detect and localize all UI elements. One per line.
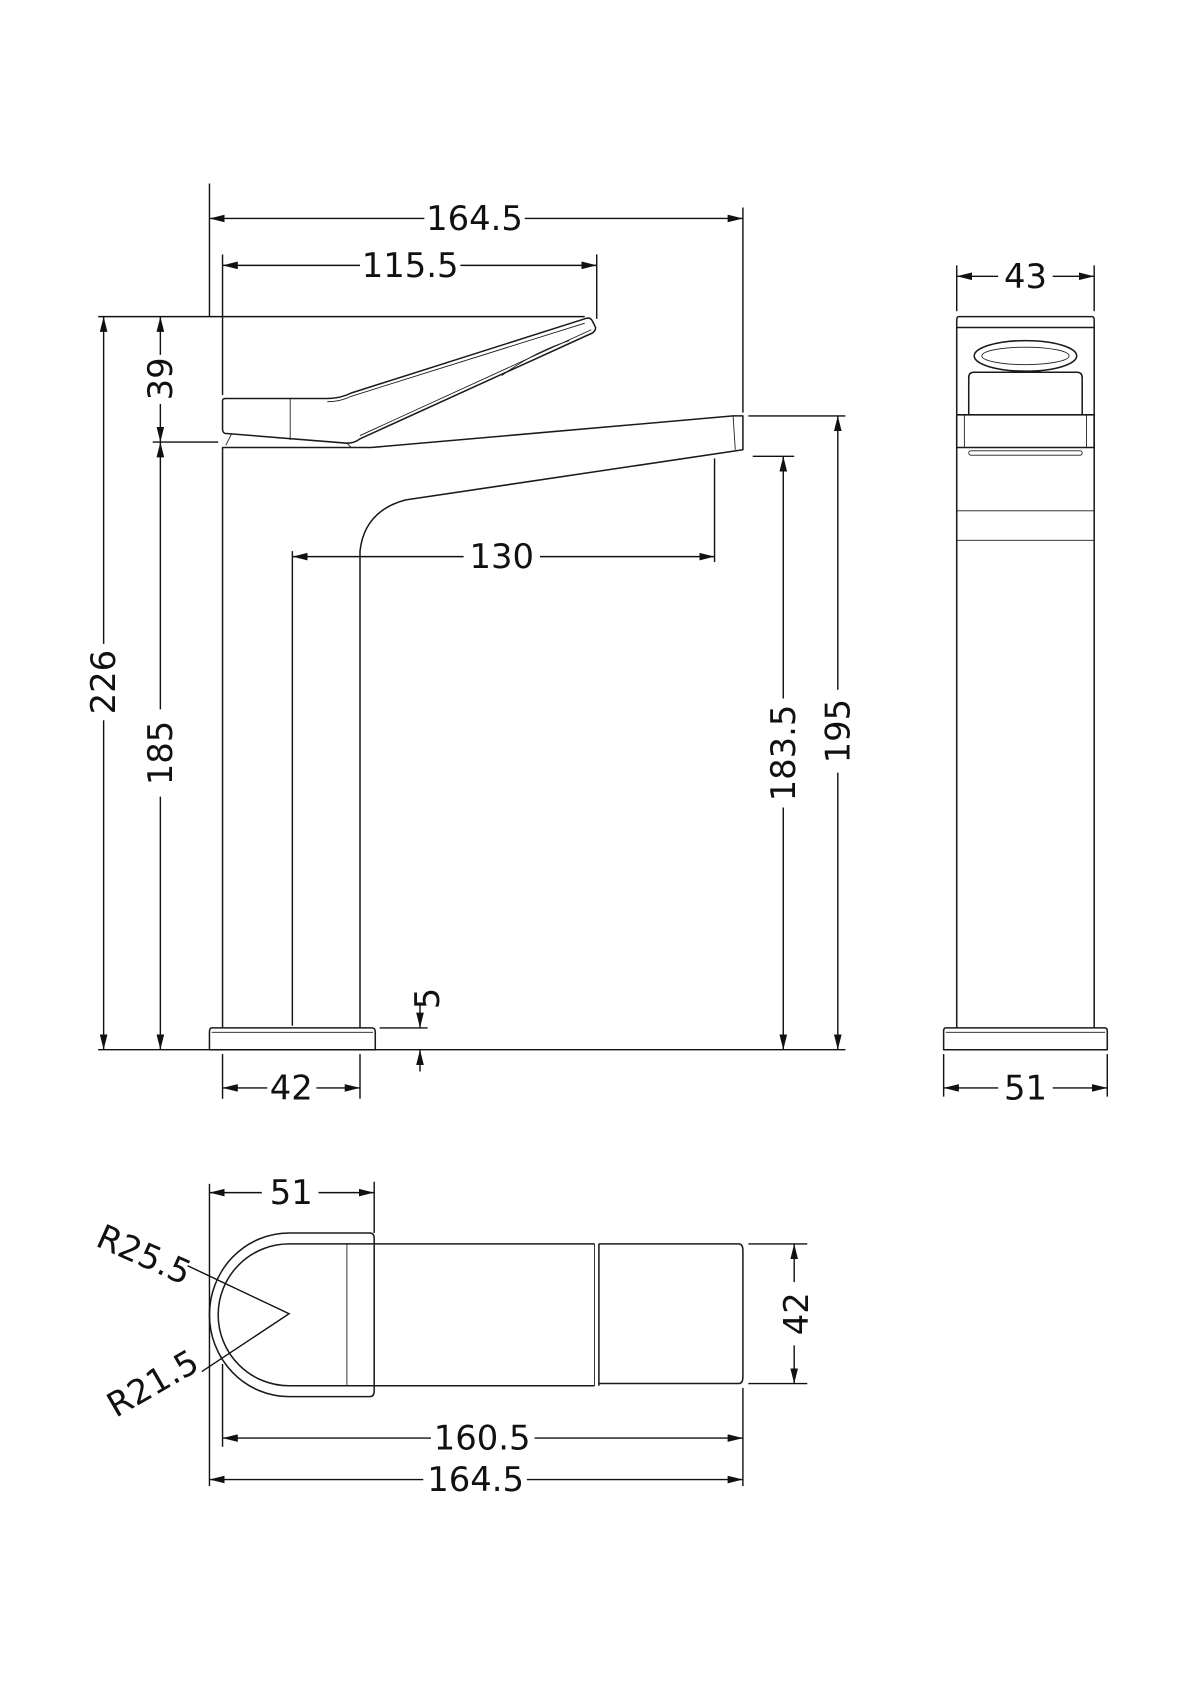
dim-overall-width: 164.5	[426, 199, 523, 238]
front-dimension-lines	[98, 183, 846, 1099]
dim-spout-reach: 130	[470, 537, 535, 576]
dim-body-height: 185	[141, 721, 180, 786]
side-view: 43 51	[942, 257, 1109, 1108]
dim-base-width: 51	[1004, 1068, 1047, 1107]
dim-spout-top-height: 195	[818, 699, 857, 764]
top-dimension-lines	[187, 1181, 808, 1487]
front-view: 164.5 115.5 39 226 185 130 183.5 195 42 …	[84, 183, 857, 1107]
front-dimension-labels: 164.5 115.5 39 226 185 130 183.5 195 42 …	[84, 199, 857, 1107]
dim-base-thickness: 5	[408, 988, 447, 1010]
dim-handle-length: 51	[270, 1173, 313, 1212]
dim-overall-height: 226	[84, 650, 123, 715]
dim-handle-width: 115.5	[362, 246, 459, 285]
dim-inner-radius: R21.5	[100, 1342, 205, 1425]
dim-outlet-height: 183.5	[764, 705, 803, 802]
dim-overall-length: 164.5	[427, 1460, 524, 1499]
dim-body-width: 43	[1004, 257, 1047, 296]
dim-outer-radius: R25.5	[91, 1217, 197, 1293]
dim-handle-height: 39	[141, 357, 180, 400]
tap-top-outline	[208, 1232, 744, 1398]
dim-base-diameter: 42	[270, 1068, 313, 1107]
dim-inner-length: 160.5	[434, 1419, 531, 1458]
tap-front-outline	[208, 317, 744, 1051]
top-dimension-labels: 51 R25.5 R21.5 42 160.5 164.5	[91, 1173, 816, 1499]
dim-spout-width: 42	[777, 1292, 816, 1335]
top-view: 51 R25.5 R21.5 42 160.5 164.5	[91, 1173, 816, 1499]
tap-side-outline	[942, 315, 1109, 1051]
side-dimension-lines	[942, 265, 1108, 1097]
side-dimension-labels: 43 51	[1004, 257, 1047, 1108]
